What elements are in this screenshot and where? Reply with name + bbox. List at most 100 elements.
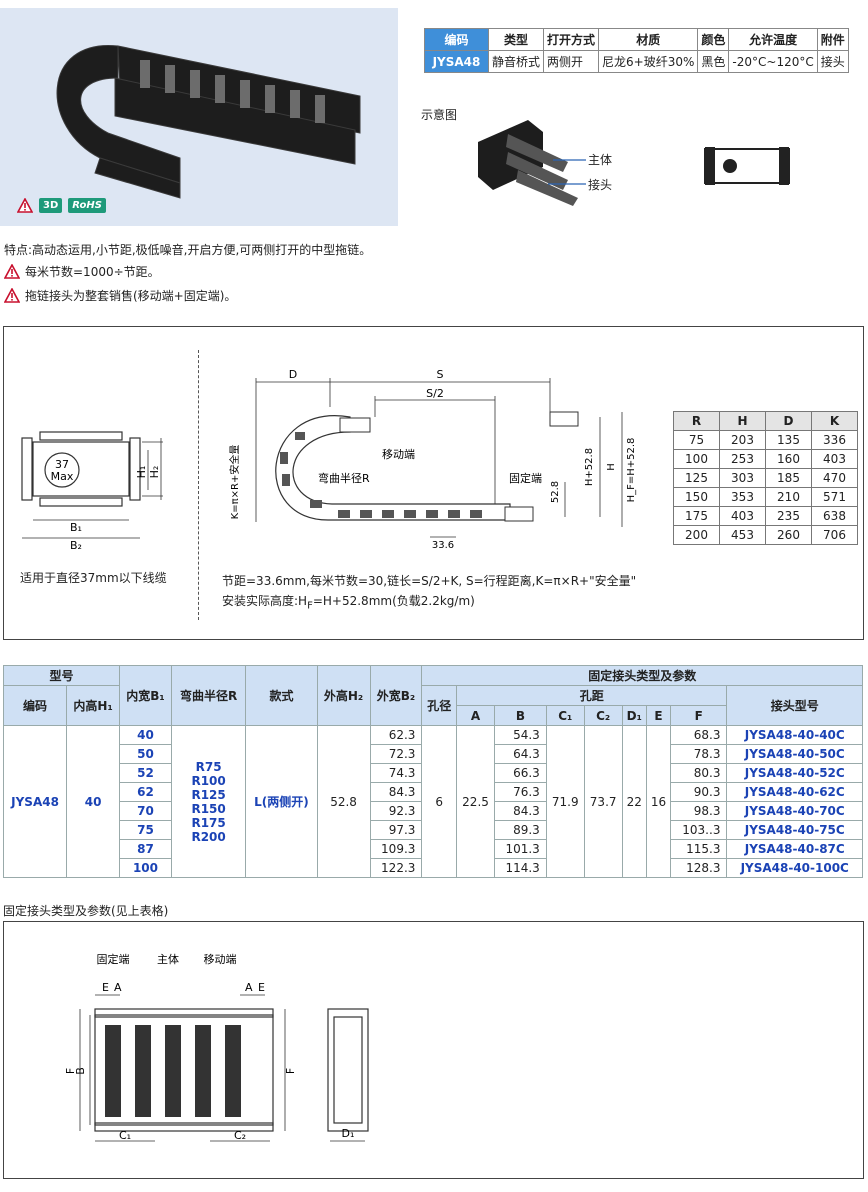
fixed-end-label: 固定端 (97, 952, 130, 966)
sub-header: D₁ (621, 705, 647, 726)
dim-52-8: 52.8 (550, 481, 561, 503)
rh-cell: 200 (673, 525, 720, 545)
a-label: A (114, 981, 122, 994)
spec-header: 附件 (816, 28, 849, 51)
d1-label: D₁ (342, 1127, 355, 1140)
h-plus-label: H+52.8 (584, 448, 595, 486)
joint-model-cell: JYSA48-40-52C (726, 763, 863, 783)
certification-badges: 3D RoHS (17, 198, 106, 213)
spec-value: 静音桥式 (487, 50, 545, 73)
h2-label: H₂ (148, 466, 161, 479)
spec-header: 打开方式 (543, 28, 600, 51)
footer2-suffix: =H+52.8mm(负载2.2kg/m) (312, 594, 475, 608)
rh-cell: 203 (719, 430, 766, 450)
sub-header: A (456, 705, 495, 726)
radius-value: R100 (191, 773, 226, 788)
b-cell: 114.3 (493, 858, 547, 878)
rh-cell: 135 (765, 430, 812, 450)
outer-width-cell: 92.3 (369, 801, 423, 821)
sub-header: C₂ (583, 705, 623, 726)
moving-end-label: 移动端 (204, 953, 237, 966)
warning-icon (17, 198, 33, 213)
h-label: H (606, 463, 617, 471)
f-cell: 80.3 (670, 763, 728, 783)
bottom-caption: 固定接头类型及参数(见上表格) (3, 904, 169, 918)
warning-icon (4, 288, 20, 303)
inner-width-cell: 75 (119, 820, 172, 840)
rh-cell: 253 (719, 449, 766, 469)
rh-header: H (719, 411, 766, 431)
spec-value: 黑色 (697, 50, 730, 73)
drawing-footer-1: 节距=33.6mm,每米节数=30,链长=S/2+K, S=行程距离,K=π×R… (222, 574, 637, 588)
warning-text: 每米节数=1000÷节距。 (25, 265, 160, 279)
rh-cell: 125 (673, 468, 720, 488)
rh-cell: 336 (811, 430, 858, 450)
product-image-panel (0, 8, 398, 226)
d-label: D (289, 368, 297, 381)
outer-width-cell: 74.3 (369, 763, 423, 783)
rh-header: K (811, 411, 858, 431)
rh-cell: 353 (719, 487, 766, 507)
rh-cell: 303 (719, 468, 766, 488)
f-cell: 90.3 (670, 782, 728, 802)
style-cell: L(两侧开) (245, 725, 318, 878)
outer-height-header: 外高H₂ (316, 665, 371, 726)
h1-label: H₁ (135, 466, 148, 479)
f-cell: 98.3 (670, 801, 728, 821)
cable-note: 适用于直径37mm以下线缆 (20, 571, 167, 585)
sub-header: C₁ (545, 705, 585, 726)
rh-cell: 470 (811, 468, 858, 488)
hole-header: 孔径 (421, 685, 458, 726)
radius-value: R200 (191, 829, 226, 844)
e-label: E (102, 981, 109, 994)
rh-cell: 403 (811, 449, 858, 469)
rh-cell: 571 (811, 487, 858, 507)
dimension-drawing-box (3, 326, 864, 640)
inner-width-cell: 62 (119, 782, 172, 802)
spec-header: 类型 (487, 28, 545, 51)
s-label: S (437, 368, 444, 381)
rh-cell: 403 (719, 506, 766, 526)
outer-height-cell: 52.8 (316, 725, 371, 878)
inner-width-cell: 70 (119, 801, 172, 821)
b2-label: B₂ (70, 539, 82, 552)
f-cell: 68.3 (670, 725, 728, 745)
inner-height-cell: 40 (66, 725, 121, 878)
spec-value-row: JYSA48 静音桥式 两侧开 尼龙6+玻纤30% 黑色 -20°C~120°C… (424, 50, 849, 73)
radius-value: R150 (191, 801, 226, 816)
drawing-footer-2: 安装实际高度:HF=H+52.8mm(负载2.2kg/m) (222, 592, 475, 611)
radius-header: 弯曲半径R (170, 665, 247, 726)
b1-label: B₁ (70, 521, 82, 534)
radius-value: R75 (195, 759, 222, 774)
footer2-sub: F (307, 600, 313, 612)
b-label: B (74, 1067, 87, 1075)
s2-label: S/2 (426, 387, 444, 400)
bend-radius-label: 弯曲半径R (318, 471, 370, 485)
b-cell: 84.3 (493, 801, 547, 821)
joint-model-cell: JYSA48-40-40C (726, 725, 863, 745)
f-cell: 78.3 (670, 744, 728, 764)
cross-section-icon (704, 147, 790, 185)
cross-section-drawing: 37 Max B₁ B₂ H₁ H₂ (21, 431, 163, 552)
joint-model-cell: JYSA48-40-70C (726, 801, 863, 821)
footer2-prefix: 安装实际高度:H (222, 594, 308, 608)
f-label: F (64, 1068, 77, 1074)
outer-width-cell: 62.3 (369, 725, 423, 745)
body-label: 主体 (157, 952, 179, 966)
spec-value: 接头 (816, 50, 849, 73)
fixed-joint-header: 固定接头类型及参数 (421, 665, 863, 686)
rh-cell: 100 (673, 449, 720, 469)
feature-note: 特点:高动态运用,小节距,极低噪音,开启方便,可两侧打开的中型拖链。 (4, 241, 371, 258)
inner-width-cell: 87 (119, 839, 172, 859)
f-cell: 128.3 (670, 858, 728, 878)
spec-value: JYSA48 (424, 50, 489, 73)
